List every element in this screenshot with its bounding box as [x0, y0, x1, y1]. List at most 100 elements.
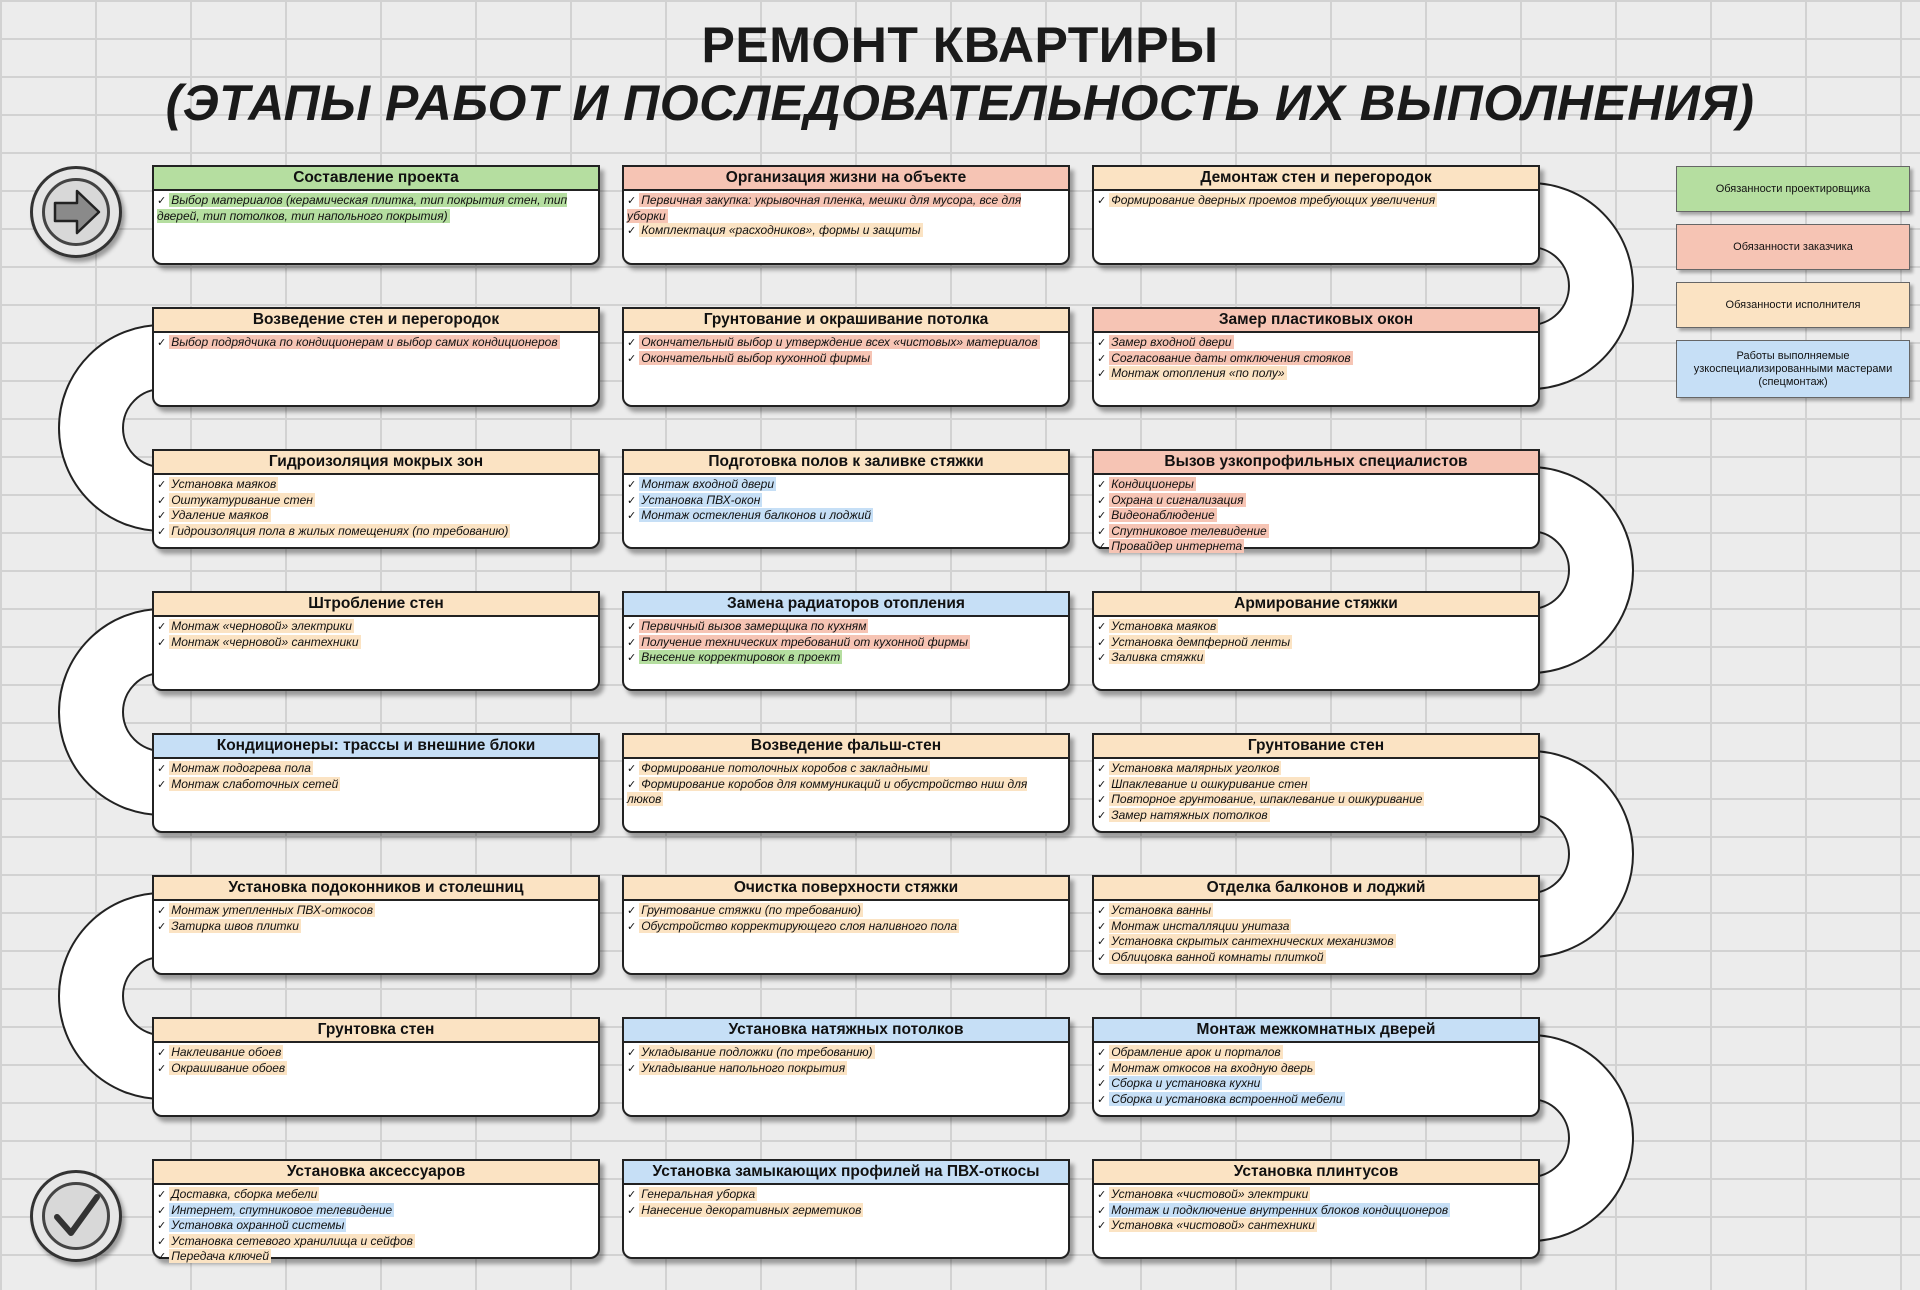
task-item: ✓Гидроизоляция пола в жилых помещениях (… — [157, 523, 594, 540]
stage-card: Установка натяжных потолков✓Укладывание … — [622, 1017, 1070, 1117]
check-icon: ✓ — [1097, 195, 1107, 207]
task-item: ✓Сборка и установка встроенной мебели — [1097, 1091, 1534, 1108]
stage-title: Установка замыкающих профилей на ПВХ-отк… — [624, 1161, 1068, 1185]
task-text: Формирование дверных проемов требующих у… — [1109, 193, 1438, 207]
check-icon: ✓ — [157, 763, 167, 775]
task-item: ✓Установка демпферной ленты — [1097, 634, 1534, 651]
task-item: ✓Окончательный выбор и утверждение всех … — [627, 335, 1064, 351]
task-item: ✓Окончательный выбор кухонной фирмы — [627, 350, 1064, 367]
task-text: Нанесение декоративных герметиков — [639, 1202, 864, 1217]
task-text: Охрана и сигнализация — [1109, 492, 1246, 507]
check-icon: ✓ — [157, 337, 167, 349]
task-item: ✓Установка сетевого хранилища и сейфов — [157, 1233, 594, 1250]
check-icon: ✓ — [157, 778, 167, 791]
task-item: ✓Установка ванны — [1097, 903, 1534, 919]
task-item: ✓Формирование коробов для коммуникаций и… — [627, 776, 1064, 807]
stage-title: Замена радиаторов отопления — [624, 593, 1068, 617]
check-icon: ✓ — [1097, 920, 1107, 933]
track-turn — [1529, 1033, 1634, 1243]
track-turn — [1529, 181, 1634, 391]
stage-task-list: ✓Окончательный выбор и утверждение всех … — [624, 333, 1068, 366]
check-icon: ✓ — [157, 1251, 167, 1263]
stage-card: Демонтаж стен и перегородок✓Формирование… — [1092, 165, 1540, 265]
check-icon: ✓ — [627, 225, 637, 237]
stage-card: Организация жизни на объекте✓Первичная з… — [622, 165, 1070, 265]
task-item: ✓Монтаж инсталляции унитаза — [1097, 918, 1534, 935]
task-text: Монтаж остекления балконов и лоджий — [639, 508, 874, 522]
task-item: ✓Замер натяжных потолков — [1097, 807, 1534, 824]
check-icon: ✓ — [627, 510, 637, 522]
task-text: Установка охранной системы — [169, 1218, 347, 1232]
check-icon: ✓ — [1097, 809, 1107, 822]
task-text: Выбор подрядчика по кондиционерам и выбо… — [169, 335, 560, 349]
stage-task-list: ✓Установка «чистовой» электрики✓Монтаж и… — [1094, 1185, 1538, 1234]
check-icon: ✓ — [627, 479, 637, 491]
check-icon: ✓ — [1097, 778, 1107, 791]
task-item: ✓Генеральная уборка — [627, 1187, 1064, 1203]
stage-title: Штробление стен — [154, 593, 598, 617]
task-text: Передача ключей — [169, 1249, 271, 1263]
stage-task-list: ✓Обрамление арок и порталов✓Монтаж откос… — [1094, 1043, 1538, 1107]
stage-task-list: ✓Укладывание подложки (по требованию)✓Ук… — [624, 1043, 1068, 1076]
stage-title: Установка аксессуаров — [154, 1161, 598, 1185]
task-text: Спутниковое телевидение — [1109, 523, 1269, 538]
legend-customer: Обязанности заказчика — [1676, 224, 1910, 270]
check-icon: ✓ — [157, 920, 167, 933]
track-turn — [58, 891, 163, 1101]
check-icon: ✓ — [1097, 1062, 1107, 1075]
task-text: Установка малярных уголков — [1109, 761, 1282, 775]
task-item: ✓Грунтование стяжки (по требованию) — [627, 903, 1064, 919]
check-icon: ✓ — [627, 337, 637, 349]
stage-task-list: ✓Кондиционеры✓Охрана и сигнализация✓Виде… — [1094, 475, 1538, 555]
check-icon: ✓ — [1097, 794, 1107, 806]
task-item: ✓Укладывание подложки (по требованию) — [627, 1045, 1064, 1061]
stage-title: Установка подоконников и столешниц — [154, 877, 598, 901]
task-item: ✓Интернет, спутниковое телевидение — [157, 1202, 594, 1219]
stage-card: Замер пластиковых окон✓Замер входной две… — [1092, 307, 1540, 407]
stage-title: Армирование стяжки — [1094, 593, 1538, 617]
task-text: Первичная закупка: укрывочная пленка, ме… — [627, 193, 1022, 223]
task-text: Монтаж откосов на входную дверь — [1109, 1060, 1316, 1075]
track-turn — [58, 607, 163, 817]
check-icon: ✓ — [1097, 1047, 1107, 1059]
stage-title: Вызов узкопрофильных специалистов — [1094, 451, 1538, 475]
task-item: ✓Доставка, сборка мебели — [157, 1187, 594, 1203]
task-item: ✓Обрамление арок и порталов — [1097, 1045, 1534, 1061]
stage-task-list: ✓Доставка, сборка мебели✓Интернет, спутн… — [154, 1185, 598, 1265]
stage-card: Подготовка полов к заливке стяжки✓Монтаж… — [622, 449, 1070, 549]
check-icon: ✓ — [1097, 1189, 1107, 1201]
check-icon: ✓ — [1097, 652, 1107, 664]
task-item: ✓Установка охранной системы — [157, 1218, 594, 1234]
check-icon: ✓ — [627, 920, 637, 933]
stage-card: Составление проекта✓Выбор материалов (ке… — [152, 165, 600, 265]
check-icon: ✓ — [1097, 1220, 1107, 1232]
task-text: Установка демпферной ленты — [1109, 634, 1293, 649]
check-icon: ✓ — [1097, 621, 1107, 633]
task-text: Окончательный выбор кухонной фирмы — [639, 350, 873, 365]
stage-title: Кондиционеры: трассы и внешние блоки — [154, 735, 598, 759]
stage-task-list: ✓Грунтование стяжки (по требованию)✓Обус… — [624, 901, 1068, 934]
task-item: ✓Окрашивание обоев — [157, 1060, 594, 1077]
stage-card: Замена радиаторов отопления✓Первичный вы… — [622, 591, 1070, 691]
task-text: Монтаж входной двери — [639, 477, 776, 491]
check-icon: ✓ — [627, 763, 637, 775]
task-text: Монтаж отопления «по полу» — [1109, 366, 1287, 380]
check-icon: ✓ — [1097, 541, 1107, 553]
check-icon: ✓ — [627, 1047, 637, 1059]
task-item: ✓Облицовка ванной комнаты плиткой — [1097, 949, 1534, 966]
stage-title: Возведение стен и перегородок — [154, 309, 598, 333]
task-item: ✓Сборка и установка кухни — [1097, 1076, 1534, 1092]
task-item: ✓Установка «чистовой» электрики — [1097, 1187, 1534, 1203]
stage-title: Составление проекта — [154, 167, 598, 191]
check-icon: ✓ — [157, 1189, 167, 1201]
check-icon: ✓ — [157, 1047, 167, 1059]
check-icon: ✓ — [157, 1204, 167, 1217]
stage-task-list: ✓Замер входной двери✓Согласование даты о… — [1094, 333, 1538, 382]
stage-task-list: ✓Установка маяков✓Оштукатуривание стен✓У… — [154, 475, 598, 539]
task-item: ✓Получение технических требований от кух… — [627, 634, 1064, 651]
check-icon: ✓ — [627, 778, 637, 791]
stage-task-list: ✓Генеральная уборка✓Нанесение декоративн… — [624, 1185, 1068, 1218]
task-text: Провайдер интернета — [1109, 539, 1245, 553]
check-icon: ✓ — [157, 479, 167, 491]
